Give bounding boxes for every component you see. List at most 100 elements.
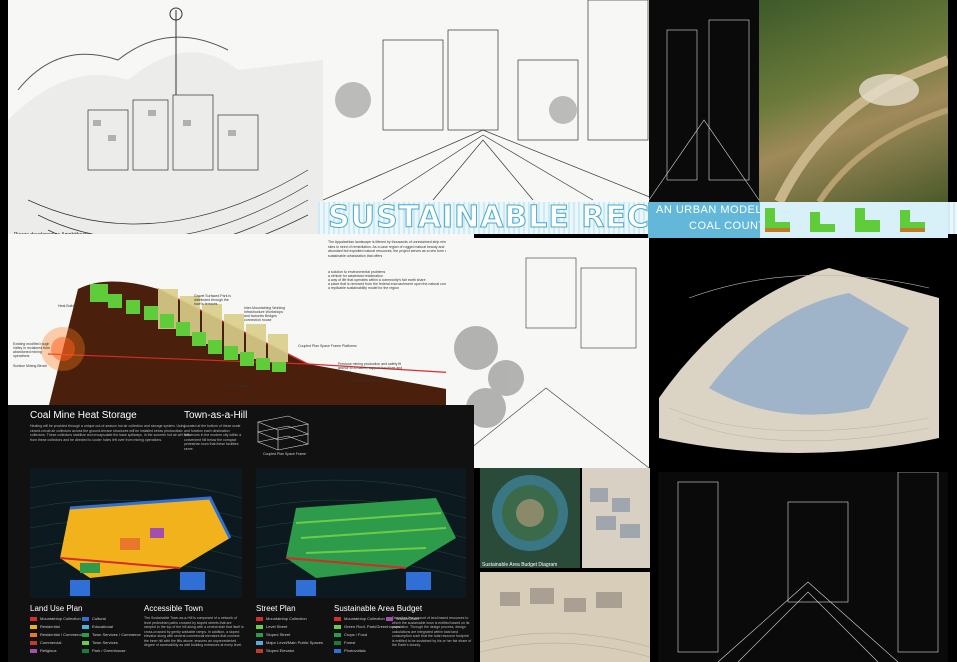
model-detail-photo-1 (582, 468, 650, 568)
presentation-board: Piazza developed as Amphitheatre (8, 0, 957, 662)
annotation-infrastructure: Inter-Mountaining Working Infrastructure… (244, 306, 285, 322)
annotation-surface-bench: Surface Mining Bench (13, 364, 48, 368)
legend-swatch (334, 648, 341, 653)
annotation-tin-vault: Tin Vault Storage (223, 384, 250, 388)
legend-label: Town Services (92, 640, 118, 645)
street-plan-heading: Street Plan (256, 604, 296, 613)
legend-swatch (30, 632, 37, 637)
budget-diagram (480, 468, 580, 568)
annotation-gravel-park: Gravel Surfaced Park is distributed thro… (194, 294, 231, 306)
accessible-text: The Sustainable Town-as-a-Hill is compos… (144, 616, 244, 647)
legend-swatch (82, 648, 89, 653)
legend-item: Mountaintop Collection (256, 616, 307, 621)
legend-swatch (256, 632, 263, 637)
land-use-map (30, 468, 242, 598)
annotation-photovoltaic: Photovoltaic Collectors (348, 379, 384, 383)
legend-label: Mountaintop Collection (266, 616, 307, 621)
legend-swatch (30, 616, 37, 621)
legend-swatch (256, 640, 263, 645)
legend-label: Green Roof, Park/Greenhouses (344, 624, 401, 629)
town-hill-text: Located at the bottom of these scale and… (184, 424, 242, 451)
legend-label: Sloped Elevator (266, 648, 295, 653)
legend-swatch (82, 616, 89, 621)
legend-swatch (334, 624, 341, 629)
legend-item: Mountaintop Collection (334, 616, 385, 621)
legend-item: Cultural (82, 616, 106, 621)
street-sketch (323, 0, 657, 201)
night-street-render (649, 0, 759, 202)
annotation-space-frame: Coupled Plan Space Frame Platforms (298, 344, 357, 348)
legend-label: Forest (344, 640, 356, 645)
legend-label: Religious (40, 648, 57, 653)
legend-swatch (30, 640, 37, 645)
legend-swatch (256, 648, 263, 653)
budget-heading: Sustainable Area Budget (334, 604, 423, 613)
intro-bullet: a solution to environmental problems (328, 270, 386, 274)
legend-swatch (256, 616, 263, 621)
legend-item: Forest (334, 640, 355, 645)
legend-swatch (334, 632, 341, 637)
legend-label: Sloped Street (266, 632, 291, 637)
town-hill-heading: Town-as-a-Hill (184, 410, 248, 421)
terrace-icon-strip (760, 202, 948, 238)
legend-item: Residential / Commercial (30, 632, 84, 637)
legend-swatch (334, 640, 341, 645)
legend-item: Religious (30, 648, 56, 653)
site-model-photo (649, 238, 948, 468)
subtitle-line-2: COAL COUNTRY (689, 220, 782, 232)
night-stairs-render (658, 472, 948, 662)
model-detail-photo-2 (480, 572, 650, 662)
legend-swatch (82, 632, 89, 637)
legend-swatch (30, 624, 37, 629)
legend-item: Waste/Offset (386, 616, 419, 621)
legend-item: Mountaintop Collection (30, 616, 81, 621)
street-sketch-panel (323, 0, 657, 205)
legend-label: Residential (40, 624, 60, 629)
legend-label: Park / Greenhouse (92, 648, 126, 653)
legend-item: Sloped Elevator (256, 648, 294, 653)
legend-label: Crops / Food (344, 632, 368, 637)
mine-aerial-photo (759, 0, 948, 202)
legend-item: Town Services (82, 640, 118, 645)
subtitle-box (648, 202, 760, 238)
legend-item: Commercial (30, 640, 61, 645)
intro-paragraph: The Appalachian landscape is littered by… (328, 240, 451, 258)
legend-item: Level Street (256, 624, 287, 629)
intro-bullet: a vehicle for wasteland reclamation (328, 274, 383, 278)
annotation-heat-builder: Heat Builder (58, 304, 78, 308)
land-use-heading: Land Use Plan (30, 604, 83, 613)
legend-item: Educational (82, 624, 113, 629)
intro-bullet: a place that is removed from the federal… (328, 282, 460, 286)
legend-label: Mountaintop Collection (344, 616, 385, 621)
legend-item: Town Services / Commerce (82, 632, 141, 637)
legend-item: Sloped Street (256, 632, 290, 637)
legend-label: Mountaintop Collection (40, 616, 81, 621)
intro-bullets-left: a solution to environmental problems a v… (328, 270, 460, 290)
annotation-existing-valley: Existing modified rough Valley in reclai… (13, 342, 51, 358)
legend-item: Residential (30, 624, 60, 629)
legend-label: Level Street (266, 624, 288, 629)
legend-item: Photovoltaic (334, 648, 366, 653)
accessible-heading: Accessible Town (144, 604, 203, 613)
intro-bullet: a way of life that operates within a com… (328, 278, 426, 282)
legend-label: Educational (92, 624, 113, 629)
space-frame-caption: Coupled Plan Space Frame (263, 452, 306, 456)
legend-label: Major Level/Main Public Spaces (266, 640, 323, 645)
legend-label: Town Services / Commerce (92, 632, 141, 637)
intro-text-block: The Appalachian landscape is littered by… (328, 240, 458, 258)
legend-swatch (334, 616, 341, 621)
legend-label: Photovoltaic (344, 648, 366, 653)
legend-item: Major Level/Main Public Spaces (256, 640, 323, 645)
coal-mine-heading: Coal Mine Heat Storage (30, 410, 137, 421)
legend-item: Crops / Food (334, 632, 367, 637)
coal-mine-text: Heating will be provided through a uniqu… (30, 424, 190, 442)
legend-swatch (256, 624, 263, 629)
legend-label: Commercial (40, 640, 62, 645)
legend-label: Cultural (92, 616, 106, 621)
hillside-town-sketch (446, 238, 649, 468)
space-frame-diagram (253, 412, 313, 452)
subtitle-line-1: AN URBAN MODEL FOR (656, 204, 790, 216)
